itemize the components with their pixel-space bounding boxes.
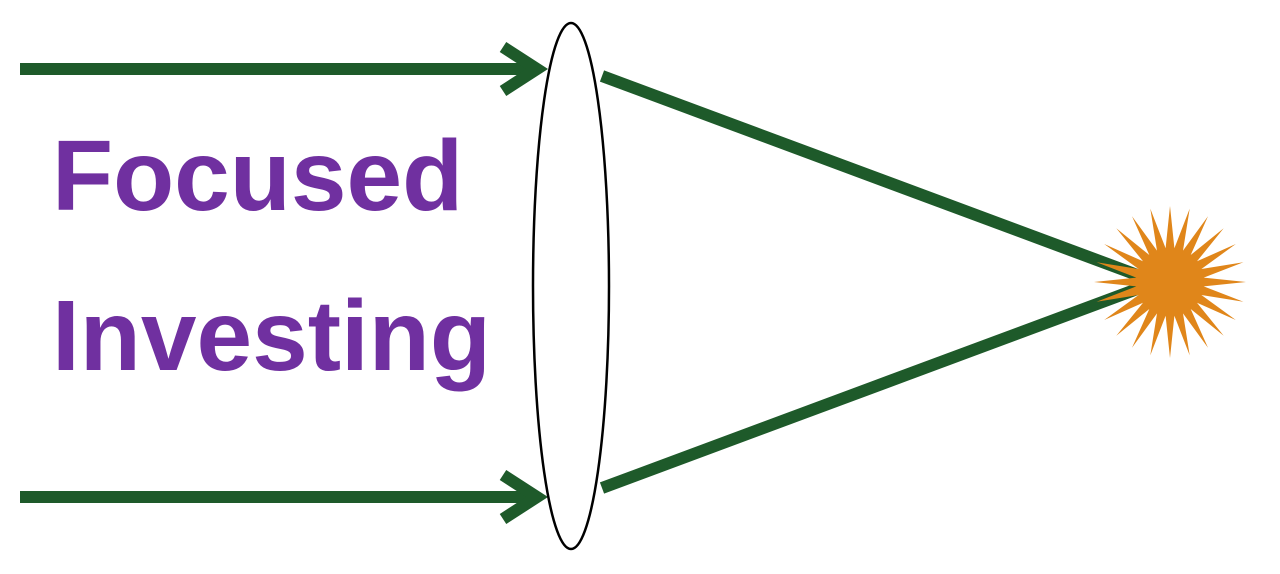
lens bbox=[531, 21, 611, 551]
converging-ray-top bbox=[599, 70, 1143, 282]
title-line-focused: Focused bbox=[52, 120, 464, 232]
converging-ray-bottom bbox=[599, 282, 1143, 494]
title-line-investing: Investing bbox=[52, 280, 491, 392]
starburst-icon bbox=[1094, 206, 1246, 358]
arrow-right-icon bbox=[499, 41, 549, 97]
incoming-ray-top bbox=[20, 41, 549, 97]
arrow-right-icon bbox=[499, 469, 549, 525]
incoming-ray-bottom bbox=[20, 469, 549, 525]
